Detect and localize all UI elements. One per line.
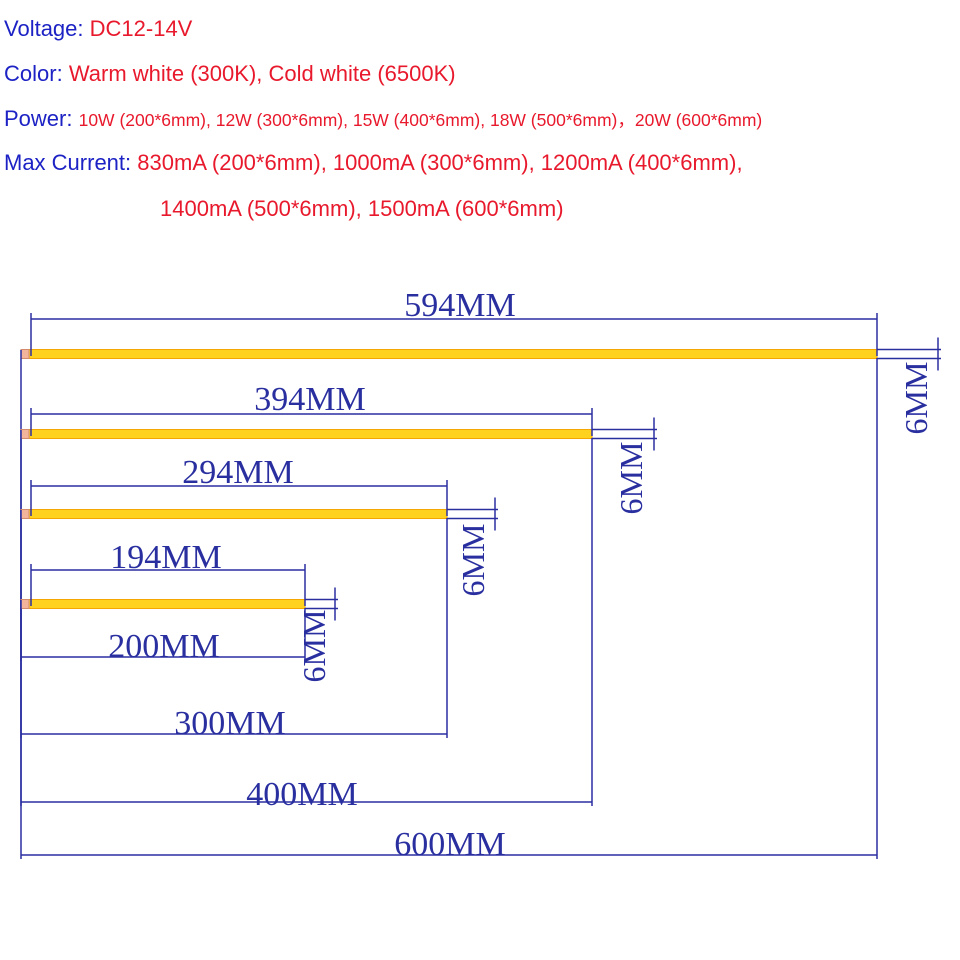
overall-label-2: 400MM xyxy=(246,776,357,813)
width-label-4: 6MM xyxy=(296,610,332,683)
length-label-2: 394MM xyxy=(254,381,365,418)
led-strip-1 xyxy=(28,350,877,359)
led-strip-3 xyxy=(28,510,447,519)
overall-label-3: 300MM xyxy=(174,705,285,742)
led-strip-2 xyxy=(28,430,592,439)
width-label-3: 6MM xyxy=(455,524,491,597)
strip-end-cap-2 xyxy=(21,430,29,439)
led-strip-4 xyxy=(28,600,305,609)
strip-end-cap-1 xyxy=(21,350,29,359)
overall-label-4: 200MM xyxy=(108,628,219,665)
width-label-1: 6MM xyxy=(898,362,934,435)
length-label-1: 594MM xyxy=(404,287,515,324)
length-label-4: 194MM xyxy=(110,539,221,576)
length-label-3: 294MM xyxy=(182,454,293,491)
strip-end-cap-4 xyxy=(21,600,29,609)
width-label-2: 6MM xyxy=(613,442,649,515)
strip-end-cap-3 xyxy=(21,510,29,519)
overall-label-1: 600MM xyxy=(394,826,505,863)
